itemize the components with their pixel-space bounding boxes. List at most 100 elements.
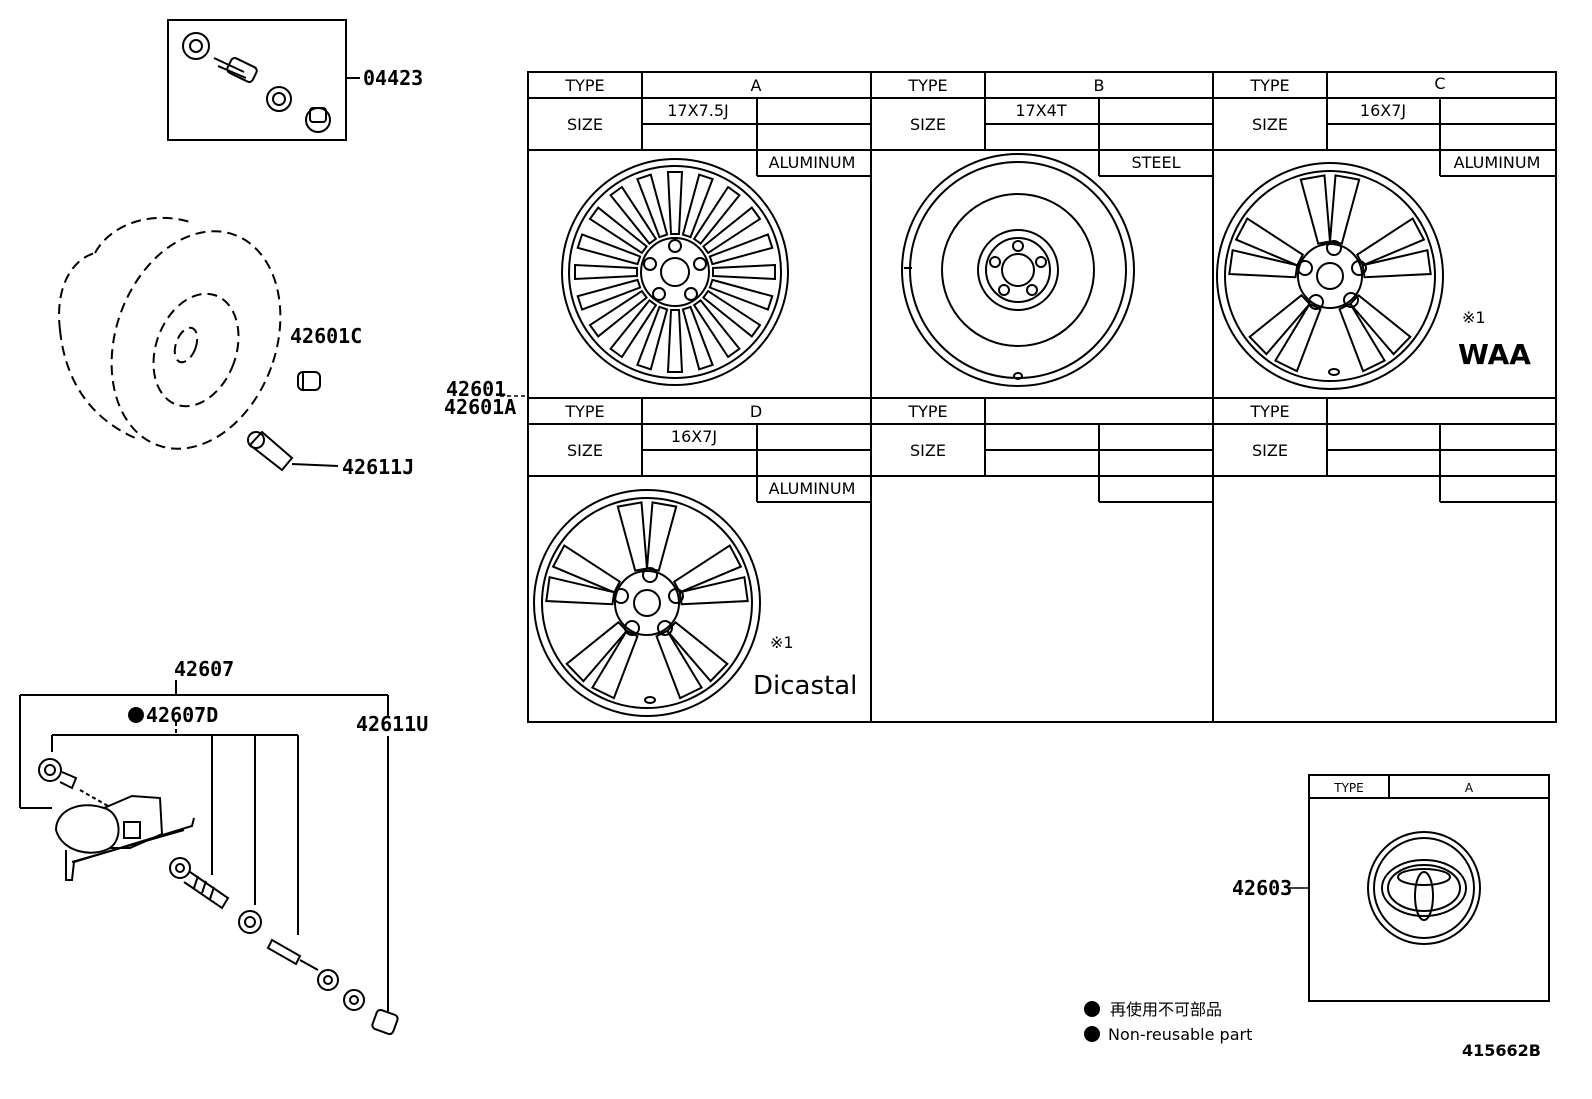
wheel-spoke xyxy=(1234,217,1305,267)
size-label: SIZE xyxy=(1252,115,1288,134)
type-value: A xyxy=(751,76,762,95)
ornament-type-label: TYPE xyxy=(1333,781,1363,795)
wheel-spoke xyxy=(551,544,622,594)
size-label: SIZE xyxy=(910,115,946,134)
wheel-spoke xyxy=(1248,293,1312,356)
part-label-42607d: 42607D xyxy=(146,703,218,727)
size-value: 16X7J xyxy=(671,427,717,446)
wheel-spoke xyxy=(609,185,658,245)
wheel-spoke xyxy=(616,501,649,572)
wheel-spoke xyxy=(692,299,741,359)
wheel-b-drawing xyxy=(901,153,1135,387)
brand-mark: WAA xyxy=(1458,338,1531,371)
part-label-04423: 04423 xyxy=(363,66,423,90)
type-label: TYPE xyxy=(564,402,604,421)
type-value: D xyxy=(750,402,762,421)
figure-id: 415662B xyxy=(1462,1041,1541,1060)
note-mark: ※1 xyxy=(1462,308,1486,327)
wheel-spoke xyxy=(666,171,684,235)
wheel-spoke xyxy=(708,278,774,311)
wheel-spoke xyxy=(636,173,669,239)
balance-weight-icon xyxy=(297,371,321,391)
part-label-42611u: 42611U xyxy=(356,712,428,736)
wheel-spoke xyxy=(712,263,776,281)
part-label-42601: 42601 xyxy=(446,377,506,401)
wheel-spoke xyxy=(545,575,616,606)
wheel-c-drawing xyxy=(1216,162,1444,390)
part-label-42601a: 42601A xyxy=(444,395,516,419)
wheel-spoke xyxy=(1299,174,1332,245)
wheel-spoke xyxy=(588,206,648,255)
type-label: TYPE xyxy=(907,402,947,421)
table-cell-b: TYPE B SIZE 17X4T STEEL xyxy=(907,76,1180,172)
size-label: SIZE xyxy=(910,441,946,460)
size-value: 17X7.5J xyxy=(667,101,728,120)
wheel-spoke xyxy=(665,620,729,683)
wheel-spoke xyxy=(576,278,642,311)
type-label: TYPE xyxy=(1249,76,1289,95)
part-label-42611j: 42611J xyxy=(342,455,414,479)
type-value: C xyxy=(1434,74,1445,93)
ornament-type-value: A xyxy=(1465,781,1474,795)
part-label-42601c: 42601C xyxy=(290,324,362,348)
wheel-spoke xyxy=(666,309,684,373)
wheel-spoke xyxy=(681,173,714,239)
material-value: STEEL xyxy=(1131,153,1180,172)
wheel-spoke xyxy=(692,185,741,245)
size-label: SIZE xyxy=(567,441,603,460)
wheel-spoke xyxy=(681,305,714,371)
wheel-spoke xyxy=(574,263,638,281)
non-reusable-bullet-icon xyxy=(128,707,144,723)
type-label: TYPE xyxy=(1249,402,1289,421)
legend-english: Non-reusable part xyxy=(1108,1025,1252,1044)
tire-outline xyxy=(58,216,282,450)
legend-bullet-icon xyxy=(1084,1026,1100,1042)
material-value: ALUMINUM xyxy=(769,153,856,172)
part-label-42603: 42603 xyxy=(1232,876,1292,900)
wheel-d-drawing xyxy=(533,489,761,717)
wheel-spoke xyxy=(655,629,704,700)
type-label: TYPE xyxy=(564,76,604,95)
leader-lines xyxy=(500,395,1310,889)
table-cell-a: TYPE A SIZE 17X7.5J ALUMINUM xyxy=(564,76,855,172)
material-value: ALUMINUM xyxy=(769,479,856,498)
table-cell-c: TYPE C SIZE 16X7J ALUMINUM ※1 WAA xyxy=(1249,74,1540,371)
wheel-spoke xyxy=(672,544,743,594)
ornament-table xyxy=(1308,774,1550,1002)
size-value: 16X7J xyxy=(1360,101,1406,120)
type-value: B xyxy=(1094,76,1105,95)
note-mark: ※1 xyxy=(770,633,794,652)
wheel-spoke xyxy=(590,629,639,700)
table-cell-d: TYPE D SIZE 16X7J ALUMINUM ※1 Dicastal xyxy=(564,402,857,701)
wheel-spoke xyxy=(609,299,658,359)
wheel-spoke xyxy=(588,289,648,338)
wheel-spoke xyxy=(1328,174,1361,245)
tpms-assembly-group xyxy=(19,680,399,1036)
table-cell-empty-1: TYPE SIZE xyxy=(907,402,947,460)
wheel-spoke xyxy=(1348,293,1412,356)
toyota-emblem-icon xyxy=(1367,831,1481,945)
wheel-spoke xyxy=(576,233,642,266)
size-label: SIZE xyxy=(567,115,603,134)
brand-mark: Dicastal xyxy=(753,671,857,701)
part-label-42607: 42607 xyxy=(174,657,234,681)
wheel-spoke xyxy=(1355,217,1426,267)
table-cell-empty-2: TYPE SIZE xyxy=(1249,402,1289,460)
material-value: ALUMINUM xyxy=(1454,153,1541,172)
valve-kit-group xyxy=(167,19,360,141)
wheel-spoke xyxy=(1338,302,1387,373)
wheel-spoke xyxy=(702,206,762,255)
wheel-spoke xyxy=(678,575,749,606)
wheel-spoke xyxy=(708,233,774,266)
wheel-spoke xyxy=(636,305,669,371)
tire-valve-icon xyxy=(247,430,339,472)
wheel-spoke xyxy=(1228,248,1299,279)
legend-bullet-icon xyxy=(1084,1001,1100,1017)
wheel-spoke xyxy=(1361,248,1432,279)
type-label: TYPE xyxy=(907,76,947,95)
size-label: SIZE xyxy=(1252,441,1288,460)
wheel-spoke xyxy=(702,289,762,338)
wheel-type-table xyxy=(527,71,1557,723)
size-value: 17X4T xyxy=(1015,101,1067,120)
